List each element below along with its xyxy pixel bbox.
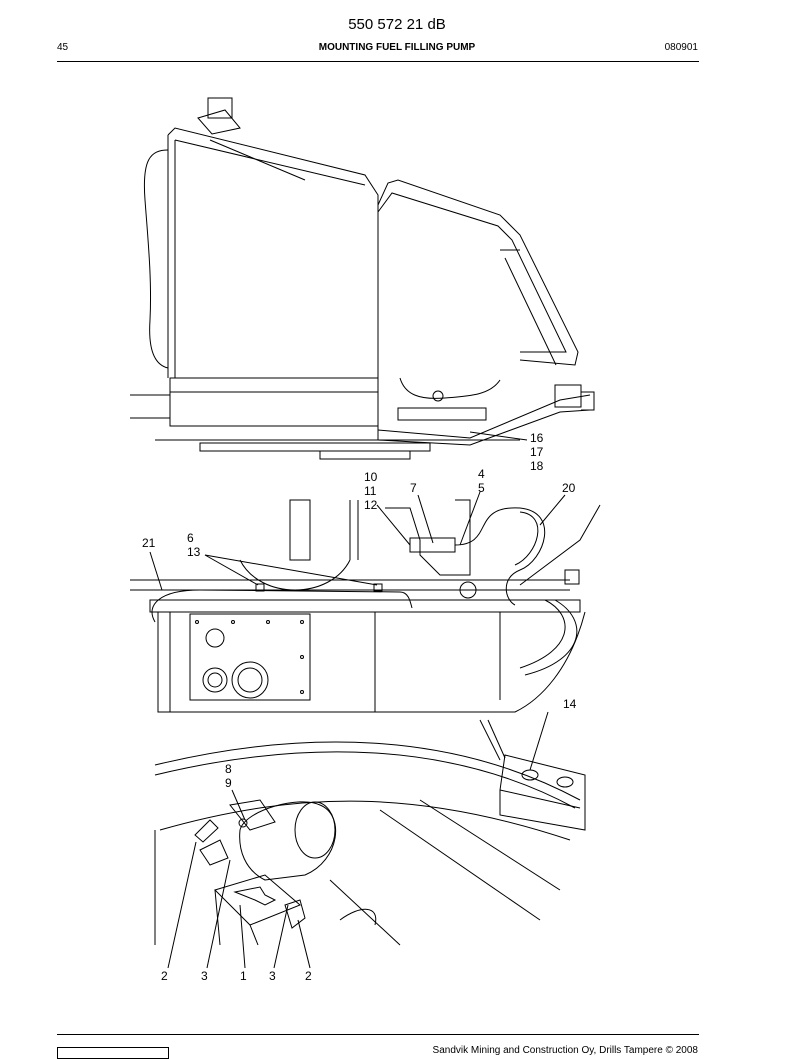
callout-13: 13 [187,545,201,559]
callout-18: 18 [530,459,544,473]
document-number: 550 572 21 dB [348,16,446,33]
callout-3-right: 3 [269,969,276,983]
callout-21: 21 [142,536,156,550]
middle-view-frame [130,491,601,713]
callout-5: 5 [478,481,485,495]
callout-6: 6 [187,531,194,545]
page-number: 45 [57,42,69,53]
callout-12: 12 [364,498,378,512]
callout-4: 4 [478,467,485,481]
callout-3-left: 3 [201,969,208,983]
top-view-cabin [130,97,595,460]
callout-2-left: 2 [161,969,168,983]
callout-16: 16 [530,431,544,445]
footer-rule [57,1034,699,1035]
callout-2-right: 2 [305,969,312,983]
callout-10: 10 [364,470,378,484]
callout-17: 17 [530,445,544,459]
company-logo [57,1047,169,1059]
callout-20: 20 [562,481,576,495]
footer-copyright: Sandvik Mining and Construction Oy, Dril… [432,1045,698,1056]
callout-14: 14 [563,697,577,711]
callout-7: 7 [410,481,417,495]
header-rule [57,61,699,62]
callout-11: 11 [364,484,377,498]
callout-1: 1 [240,969,247,983]
detail-view-pump [154,711,586,969]
page-title: MOUNTING FUEL FILLING PUMP [318,42,476,53]
callout-8: 8 [225,762,232,776]
date-code: 080901 [664,42,698,53]
roof-device [207,97,233,119]
callout-9: 9 [225,776,232,790]
